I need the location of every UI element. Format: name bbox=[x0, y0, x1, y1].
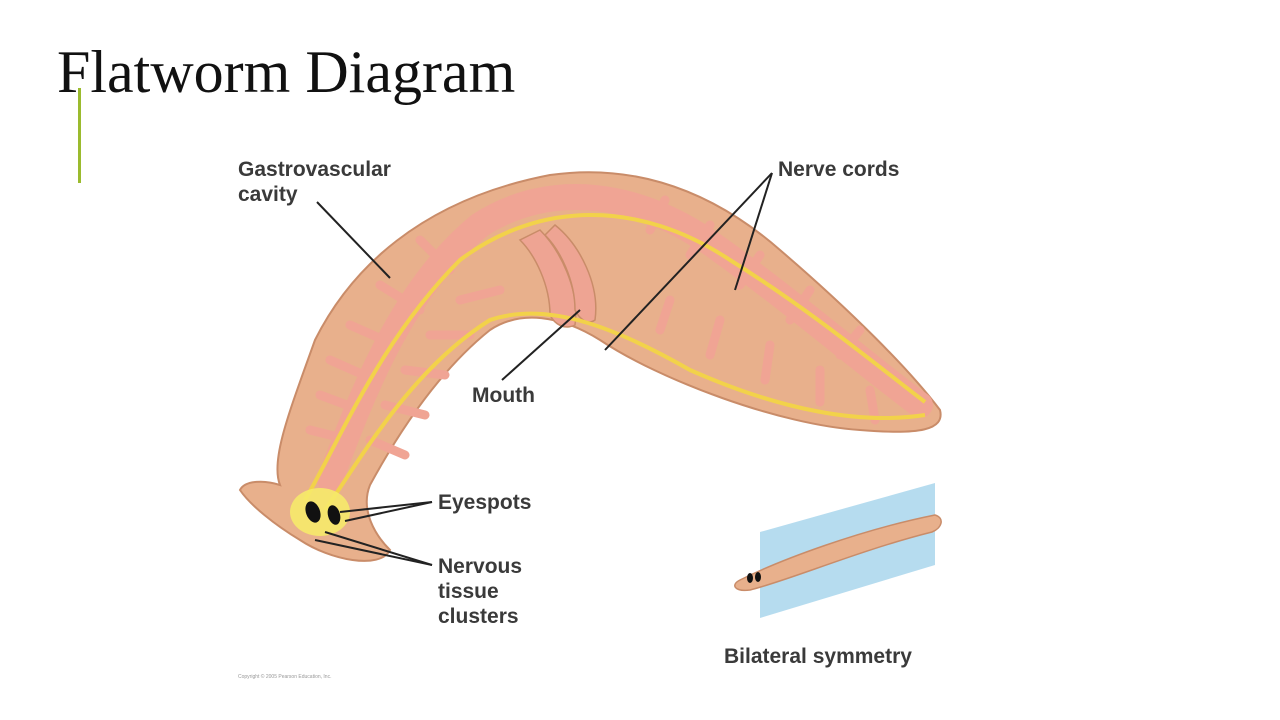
label-mouth: Mouth bbox=[472, 384, 535, 407]
label-nervous-tissue-clusters: Nervous tissue clusters bbox=[438, 555, 523, 628]
flatworm-diagram: Gastrovascular cavity Nerve cords Mouth … bbox=[220, 140, 980, 685]
eyespots bbox=[305, 501, 341, 525]
nerve-cords bbox=[303, 213, 927, 512]
label-nerve-cords: Nerve cords bbox=[778, 158, 900, 181]
leader-lines bbox=[314, 172, 773, 566]
bilateral-symmetry-inset bbox=[734, 483, 942, 618]
title-accent-bar bbox=[78, 88, 81, 183]
flatworm-illustration bbox=[238, 171, 942, 618]
inset-worm bbox=[734, 514, 942, 592]
label-gastrovascular-cavity: Gastrovascular cavity bbox=[238, 158, 391, 206]
slide-title: Flatworm Diagram bbox=[57, 39, 516, 105]
label-bilateral-symmetry: Bilateral symmetry bbox=[724, 645, 912, 668]
copyright-notice: Copyright © 2005 Pearson Education, Inc. bbox=[238, 674, 332, 680]
label-eyespots: Eyespots bbox=[438, 491, 532, 514]
gut-trunk bbox=[317, 184, 933, 493]
